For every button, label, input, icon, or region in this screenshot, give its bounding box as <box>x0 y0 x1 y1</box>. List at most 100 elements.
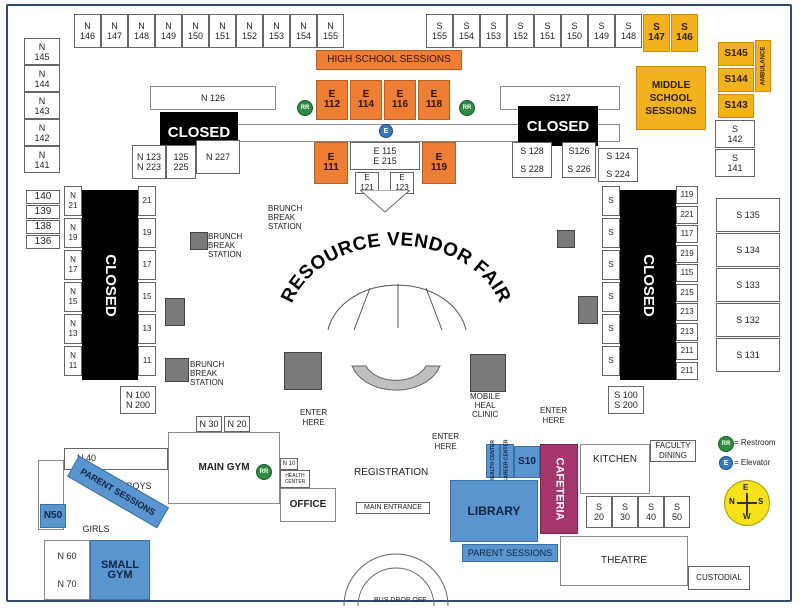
kitchen: KITCHEN <box>580 444 650 494</box>
compass-east: S <box>758 497 764 506</box>
vendor-marker <box>284 352 322 390</box>
registration-label: REGISTRATION <box>354 467 429 478</box>
room-west-inner: 17 <box>138 250 156 280</box>
cafeteria: CAFETERIA <box>540 444 578 534</box>
room-east-wing: S <box>602 314 620 344</box>
vendor-fair-arc: RESOURCE VENDOR FAIR <box>277 229 514 391</box>
room-top-north: N 153 <box>263 14 290 48</box>
room-left-north: N 142 <box>24 119 60 146</box>
room-e116: E 116 <box>384 80 416 120</box>
room-east-inner: 215 <box>676 283 698 302</box>
room-top-north: N 149 <box>155 14 182 48</box>
room-top-south: S 149 <box>588 14 615 48</box>
room-e112: E 112 <box>316 80 348 120</box>
health-center-north: HEALTH CENTER <box>280 470 310 488</box>
room-e114: E 114 <box>350 80 382 120</box>
room-s10: S10 <box>514 446 540 478</box>
mobile-clinic-label: MOBILE HEAL CLINIC <box>470 392 501 419</box>
room-top-north: N 146 <box>74 14 101 48</box>
theatre: THEATRE <box>560 536 688 586</box>
room-left-small: 140 <box>26 190 60 204</box>
room-n30: N 30 <box>196 416 222 432</box>
room-s30: S 30 <box>612 496 638 528</box>
room-east-wing: S <box>602 250 620 280</box>
room-east-inner: 213 <box>676 322 698 341</box>
office: OFFICE <box>280 488 336 522</box>
room-top-north: N 150 <box>182 14 209 48</box>
svg-text:RESOURCE VENDOR FAIR: RESOURCE VENDOR FAIR <box>277 229 514 306</box>
room-n10: N 10 <box>280 458 298 470</box>
vendor-marker <box>165 298 185 326</box>
room-east-inner: 219 <box>676 244 698 263</box>
faculty-dining: FACULTY DINING <box>650 440 696 462</box>
room-top-north: N 151 <box>209 14 236 48</box>
room-east-wing: S <box>602 218 620 248</box>
room-right-south: S 133 <box>716 268 780 302</box>
bus-drop-off-label: BUS DROP OFF <box>374 597 427 604</box>
room-n227: N 227 <box>196 140 240 174</box>
room-s100: S 100 S 200 <box>608 386 644 414</box>
restroom-legend-label: = Restroom <box>734 438 776 447</box>
small-gym: SMALL GYM <box>90 540 150 600</box>
main-entrance[interactable]: MAIN ENTRANCE <box>356 502 430 514</box>
room-s142: S 142 <box>715 120 755 148</box>
room-east-inner: 211 <box>676 361 698 380</box>
room-west-wing: N 15 <box>64 282 82 312</box>
closed-east-wing: CLOSED <box>620 190 676 380</box>
custodial: CUSTODIAL <box>688 566 750 590</box>
brunch-station-marker <box>165 358 189 382</box>
compass-north: E <box>743 483 749 492</box>
vendor-marker <box>557 230 575 248</box>
room-east-inner: 115 <box>676 264 698 282</box>
room-top-north: N 155 <box>317 14 344 48</box>
room-n100: N 100 N 200 <box>120 386 156 414</box>
room-top-south: S 148 <box>615 14 642 48</box>
room-n125: 125 225 <box>166 145 196 179</box>
brunch-station-marker <box>190 232 208 250</box>
room-west-inner: 13 <box>138 314 156 344</box>
room-top-south: S 154 <box>453 14 480 48</box>
room-east-wing: S <box>602 186 620 216</box>
room-s146: S 146 <box>671 14 698 52</box>
room-s40: S 40 <box>638 496 664 528</box>
room-east-wing: S <box>602 346 620 376</box>
parent-sessions-south: PARENT SESSIONS <box>462 544 558 562</box>
elevator-legend-icon: E <box>719 456 733 470</box>
room-east-inner: 213 <box>676 303 698 321</box>
closed-west-wing: CLOSED <box>82 190 138 380</box>
room-east-inner: 221 <box>676 205 698 224</box>
map-frame <box>6 4 792 602</box>
elevator-icon: E <box>379 124 393 138</box>
room-west-inner: 19 <box>138 218 156 248</box>
room-s143: S143 <box>718 94 754 118</box>
room-n50: N50 <box>40 504 66 528</box>
health-center: HEALTH CENTER <box>486 440 500 482</box>
compass-south: W <box>743 512 751 521</box>
room-top-north: N 152 <box>236 14 263 48</box>
room-left-small: 138 <box>26 220 60 234</box>
room-left-north: N 141 <box>24 146 60 173</box>
room-top-south: S 150 <box>561 14 588 48</box>
room-right-south: S 131 <box>716 338 780 372</box>
enter-here-label: ENTER HERE <box>432 432 460 451</box>
room-west-wing: N 11 <box>64 346 82 376</box>
room-s141: S 141 <box>715 149 755 177</box>
career-center: CAREER CENTER <box>500 439 514 483</box>
restroom-icon: RR <box>256 464 272 480</box>
compass-west: N <box>729 497 735 506</box>
room-n126: N 126 <box>150 86 276 110</box>
room-s50: S 50 <box>664 496 690 528</box>
room-east-inner: 119 <box>676 186 698 204</box>
stair-shape <box>360 190 410 213</box>
high-school-sessions-label: HIGH SCHOOL SESSIONS <box>316 50 462 70</box>
room-east-inner: 117 <box>676 225 698 243</box>
brunch-station-label: BRUNCH BREAK STATION <box>208 232 243 259</box>
restroom-icon: RR <box>459 100 475 116</box>
restroom-icon: RR <box>297 100 313 116</box>
enter-here-label: ENTER HERE <box>540 406 568 425</box>
room-left-north: N 143 <box>24 92 60 119</box>
